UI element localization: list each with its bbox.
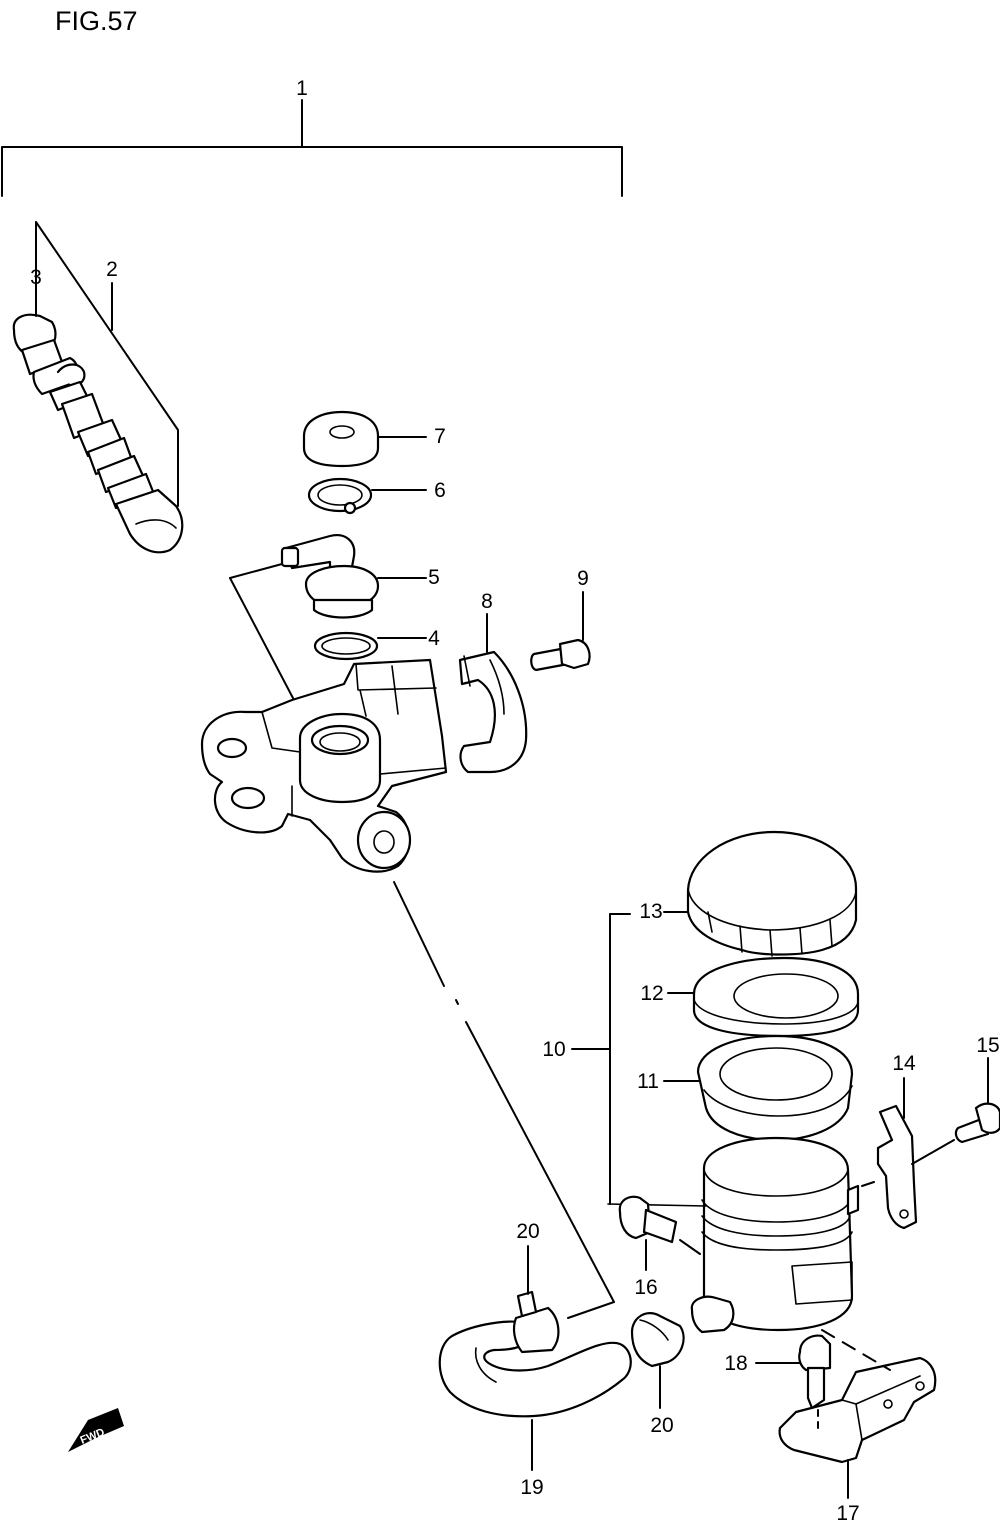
callout-1: 1 bbox=[296, 77, 308, 100]
bolt-18 bbox=[798, 1334, 832, 1410]
hose-guide-lower bbox=[465, 1021, 615, 1319]
callout-17: 17 bbox=[836, 1502, 859, 1525]
callout-labels: 1 2 3 4 5 6 7 8 9 10 11 12 13 14 15 16 1… bbox=[30, 77, 1000, 1525]
mount-guide-14 bbox=[861, 1139, 955, 1187]
callout-10: 10 bbox=[542, 1038, 565, 1061]
callout-9: 9 bbox=[577, 567, 589, 590]
callout-2: 2 bbox=[106, 258, 118, 281]
callout-4: 4 bbox=[428, 627, 440, 650]
callout-5: 5 bbox=[428, 566, 440, 589]
reservoir-tank bbox=[607, 1136, 860, 1334]
stay-bracket-17 bbox=[778, 1356, 937, 1464]
diaphragm-plate-12 bbox=[692, 956, 860, 1038]
bolt-16 bbox=[618, 1195, 678, 1244]
boot-cap-7 bbox=[302, 410, 380, 468]
hose-connector-5 bbox=[280, 534, 380, 619]
mount-guide-16 bbox=[679, 1239, 701, 1255]
reservoir-hose-19 bbox=[438, 1320, 632, 1418]
assembly-bracket-1 bbox=[1, 99, 623, 197]
callout-15: 15 bbox=[976, 1034, 999, 1057]
circlip-6 bbox=[307, 477, 373, 515]
hose-guide-dash bbox=[455, 999, 459, 1005]
callout-8: 8 bbox=[481, 590, 493, 613]
reservoir-bracket-14 bbox=[876, 1104, 918, 1230]
hose-clip-20b bbox=[630, 1312, 685, 1368]
callout-12: 12 bbox=[640, 982, 663, 1005]
callout-18: 18 bbox=[724, 1352, 747, 1375]
callout-11: 11 bbox=[637, 1070, 659, 1093]
callout-7: 7 bbox=[434, 425, 446, 448]
callout-20-upper: 20 bbox=[516, 1220, 539, 1243]
diaphragm-11 bbox=[696, 1034, 854, 1142]
callout-13: 13 bbox=[639, 900, 662, 923]
mount-guide-17 bbox=[821, 1329, 891, 1371]
callout-19: 19 bbox=[520, 1476, 543, 1499]
piston-group-bracket bbox=[35, 221, 179, 507]
reservoir-cap-13 bbox=[686, 830, 858, 957]
group-bracket-10 bbox=[609, 913, 631, 1205]
figure-title: FIG.57 bbox=[55, 6, 138, 36]
forward-direction-badge: FWD bbox=[68, 1408, 124, 1452]
hose-connector-guide-b bbox=[229, 577, 295, 701]
callout-16: 16 bbox=[634, 1276, 657, 1299]
hose-clip-20a bbox=[512, 1290, 560, 1354]
hose-connector-guide bbox=[229, 563, 283, 579]
callout-6: 6 bbox=[434, 479, 446, 502]
bolt-9 bbox=[530, 638, 591, 672]
callout-14: 14 bbox=[892, 1052, 916, 1075]
hose-guide-upper bbox=[393, 881, 445, 987]
piston-assembly bbox=[12, 313, 184, 554]
clamp-holder-8 bbox=[458, 650, 528, 774]
screw-15 bbox=[954, 1102, 1000, 1144]
master-cylinder-body bbox=[200, 658, 448, 873]
o-ring-4 bbox=[313, 631, 379, 661]
callout-3: 3 bbox=[30, 266, 42, 289]
callout-20-lower: 20 bbox=[650, 1414, 673, 1437]
